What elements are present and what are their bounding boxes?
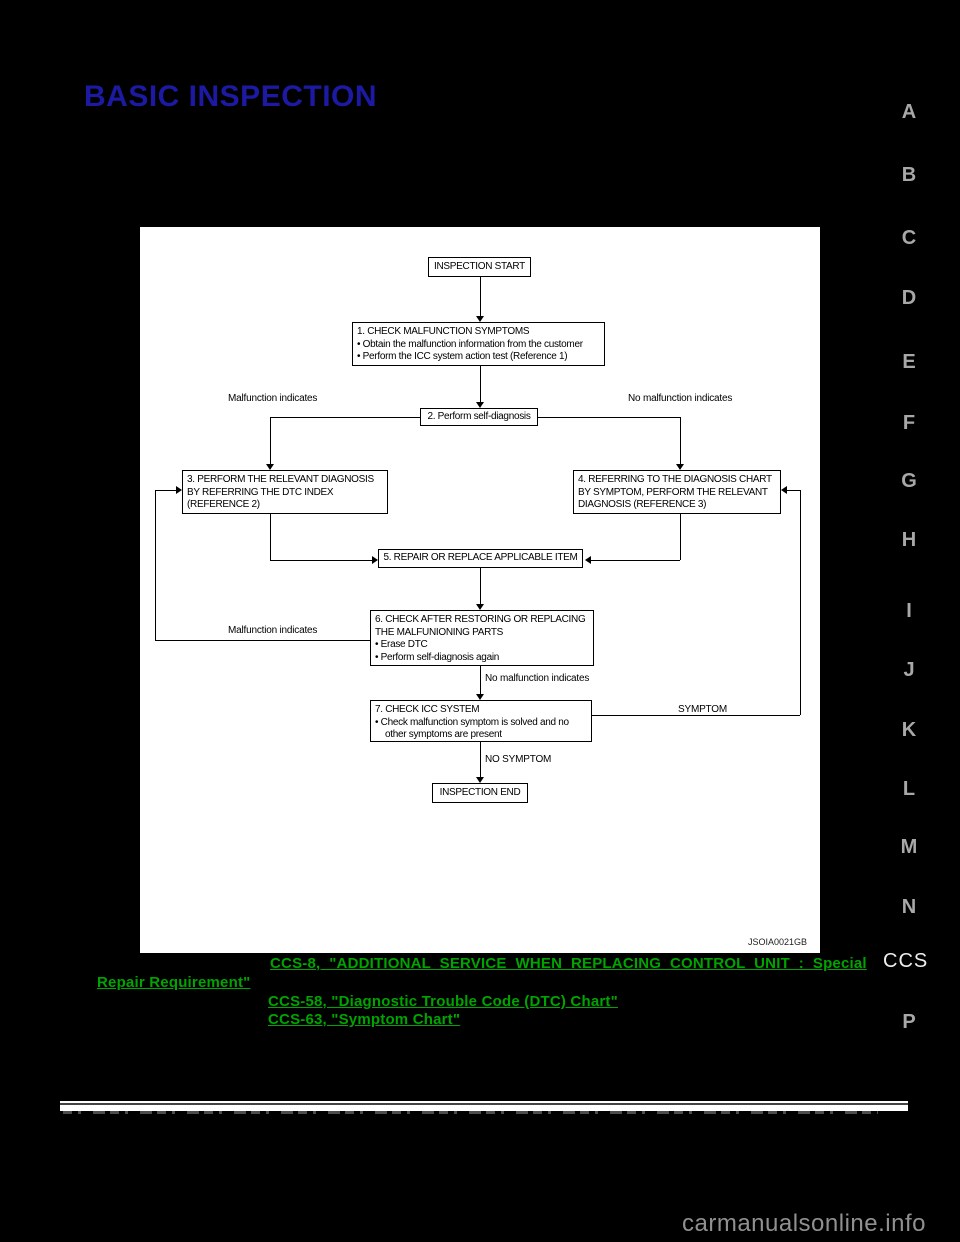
flow-connector [800,490,801,715]
section-letter-k: K [901,719,917,741]
page-edge-band [60,1101,908,1111]
figure-id: JSOIA0021GB [748,937,808,947]
arrow-down-icon [476,316,484,322]
arrow-down-icon [476,402,484,408]
step1-line1: 1. CHECK MALFUNCTION SYMPTOMS [357,326,530,337]
arrow-down-icon [476,777,484,783]
section-letter-i: I [906,600,912,622]
flow-connector [270,514,271,560]
flow-connector [480,568,481,604]
flow-connector [155,640,370,641]
flow-box-step6: 6. CHECK AFTER RESTORING OR REPLACING TH… [370,610,594,666]
flow-connector [155,490,176,491]
section-letter-h: H [901,529,917,551]
flow-box-label: INSPECTION START [434,260,525,272]
flow-connector [591,560,680,561]
arrow-down-icon [676,464,684,470]
flow-box-label: INSPECTION END [439,786,521,798]
step6-line1: 6. CHECK AFTER RESTORING OR REPLACING [375,614,586,625]
watermark: carmanualsonline.info [682,1210,926,1237]
step4-line2: BY SYMPTOM, PERFORM THE RELEVANT [578,486,768,498]
label-malfunction-indicates: Malfunction indicates [228,393,318,404]
section-letter-f: F [902,412,916,434]
section-letter-e: E [902,351,916,373]
link-ccs8-additional-service[interactable]: CCS-8, "ADDITIONAL SERVICE WHEN REPLACIN… [270,955,867,972]
clipped-text-fragment [63,1111,878,1114]
label-symptom: SYMPTOM [678,704,727,715]
section-code-ccs: CCS [883,950,929,972]
flow-connector [270,560,372,561]
label-no-malfunction-indicates: No malfunction indicates [628,393,733,404]
section-letter-l: L [902,778,916,800]
step6-line4: • Perform self-diagnosis again [375,651,500,663]
arrow-down-icon [476,604,484,610]
flow-connector [480,277,481,316]
flow-box-step3: 3. PERFORM THE RELEVANT DIAGNOSIS BY REF… [182,470,388,514]
flow-connector [787,490,800,491]
arrow-right-icon [176,486,182,494]
flow-connector [480,666,481,694]
step4-line1: 4. REFERRING TO THE DIAGNOSIS CHART [578,474,772,485]
horizontal-rule [60,1103,908,1105]
flowchart-panel: INSPECTION START 1. CHECK MALFUNCTION SY… [138,225,822,955]
flow-connector [538,417,680,418]
step2-label: 2. Perform self-diagnosis [427,410,531,422]
flow-box-step4: 4. REFERRING TO THE DIAGNOSIS CHART BY S… [573,470,781,514]
link-ccs8-repair-requirement[interactable]: Repair Requirement" [97,974,251,991]
step6-line2: THE MALFUNIONING PARTS [375,626,504,638]
section-letter-c: C [901,227,917,249]
step3-line1: 3. PERFORM THE RELEVANT DIAGNOSIS [187,474,374,485]
page-title: BASIC INSPECTION [84,80,378,113]
step6-line3: • Erase DTC [375,639,428,650]
flow-connector [155,490,156,640]
section-letter-n: N [901,896,917,918]
flow-box-step5: 5. REPAIR OR REPLACE APPLICABLE ITEM [378,549,583,568]
step5-label: 5. REPAIR OR REPLACE APPLICABLE ITEM [383,552,578,564]
section-letter-b: B [901,164,917,186]
flow-box-step2: 2. Perform self-diagnosis [420,408,538,426]
flow-connector [480,742,481,777]
flow-connector [680,417,681,464]
label-no-malfunction-down: No malfunction indicates [485,673,590,684]
step3-line2: BY REFERRING THE DTC INDEX [187,486,334,498]
section-letter-g: G [901,470,917,492]
flow-box-inspection-end: INSPECTION END [432,783,528,803]
flow-connector [592,715,800,716]
section-letter-a: A [901,101,917,123]
link-ccs58-dtc-chart[interactable]: CCS-58, "Diagnostic Trouble Code (DTC) C… [268,993,618,1010]
flow-box-step7: 7. CHECK ICC SYSTEM • Check malfunction … [370,700,592,742]
step1-line3: • Perform the ICC system action test (Re… [357,351,568,362]
step7-line1: 7. CHECK ICC SYSTEM [375,704,480,715]
arrow-left-icon [781,486,787,494]
flow-box-step1: 1. CHECK MALFUNCTION SYMPTOMS • Obtain t… [352,322,605,366]
section-letter-j: J [903,659,915,681]
flow-connector [480,366,481,402]
step1-line2: • Obtain the malfunction information fro… [357,338,583,350]
step4-line3: DIAGNOSIS (REFERENCE 3) [578,499,707,510]
arrow-down-icon [266,464,274,470]
flow-connector [270,417,420,418]
step7-line3: other symptoms are present [385,729,502,740]
arrow-left-icon [585,556,591,564]
section-letter-p: P [902,1011,916,1033]
flow-connector [680,514,681,560]
arrow-down-icon [476,694,484,700]
step3-line3: (REFERENCE 2) [187,499,260,510]
label-no-symptom: NO SYMPTOM [485,754,552,765]
section-letter-d: D [901,287,917,309]
arrow-right-icon [372,556,378,564]
flow-connector [270,417,271,464]
label-malfunction-feedback: Malfunction indicates [228,625,318,636]
flow-box-inspection-start: INSPECTION START [428,257,531,277]
step7-line2: • Check malfunction symptom is solved an… [375,716,569,728]
link-ccs63-symptom-chart[interactable]: CCS-63, "Symptom Chart" [268,1011,461,1028]
section-letter-m: M [900,836,918,858]
